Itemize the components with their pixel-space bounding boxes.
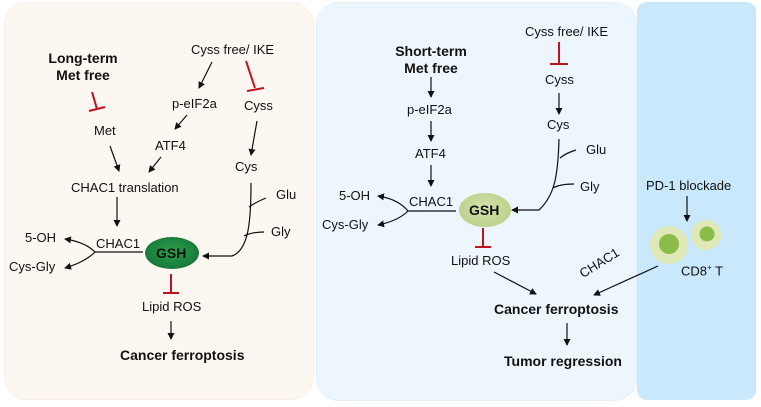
chac1-label-mid: CHAC1 [409, 194, 454, 209]
atf4-label: ATF4 [155, 138, 186, 153]
arrow-cys-to-gsh-mid [511, 138, 560, 214]
left-title: Long-term Met free [38, 51, 128, 82]
cyss-free-ike-label-mid: Cyss free/ IKE [525, 24, 609, 39]
inhibit-cyss [245, 60, 256, 89]
gsh-label-mid: GSH [469, 202, 500, 218]
gly-label-mid: Gly [580, 179, 600, 194]
cancer-ferroptosis-label-mid: Cancer ferroptosis [494, 301, 619, 317]
gly-label: Gly [271, 224, 291, 239]
title-line-2: Met free [56, 67, 110, 83]
cys-label: Cys [235, 159, 258, 174]
arrow-atf4-to-chac1-translation [148, 156, 162, 173]
arrow-peif2a-to-atf4 [174, 114, 188, 130]
cys-gly-label-mid: Cys-Gly [322, 217, 369, 232]
arrow-to-cys-gly-mid [377, 210, 409, 228]
gly-branch [243, 231, 265, 237]
pd1-blockade-panel [637, 2, 756, 400]
title-line-1: Short-term [395, 43, 467, 59]
arrow-lipid-ros-to-ferroptosis-mid [493, 271, 537, 295]
cd8-t-label: CD8+ T [681, 263, 724, 279]
arrow-to-5oh-mid [377, 193, 409, 212]
p-eif2a-label: p-eIF2a [172, 96, 217, 111]
arrow-to-cys-gly [64, 251, 96, 270]
arrow-cys-to-gsh [202, 182, 252, 260]
glu-branch-mid [559, 149, 577, 159]
cd8-text: CD8 [681, 263, 708, 279]
gly-branch-mid [552, 183, 575, 189]
five-oh-label-mid: 5-OH [339, 188, 371, 203]
cyss-free-ike-label: Cyss free/ IKE [191, 42, 275, 57]
chac1-translation-label: CHAC1 translation [71, 180, 179, 195]
cd8-t-cells [650, 220, 721, 264]
cys-label-mid: Cys [547, 117, 570, 132]
inhibit-met [91, 91, 98, 110]
cys-gly-label: Cys-Gly [9, 259, 56, 274]
glu-branch [248, 197, 267, 208]
cd8-superscript: + [707, 263, 712, 272]
cyss-label-mid: Cyss [545, 72, 574, 87]
lipid-ros-label-mid: Lipid ROS [451, 253, 511, 268]
tumor-regression-label: Tumor regression [504, 353, 622, 369]
lipid-ros-label: Lipid ROS [142, 299, 202, 314]
chac1-label: CHAC1 [96, 236, 141, 251]
glu-label: Glu [276, 187, 297, 202]
gsh-node-middle [459, 193, 511, 227]
title-line-1: Long-term [48, 50, 118, 66]
long-term-met-free-panel [5, 3, 313, 399]
title-line-2: Met free [404, 60, 458, 76]
middle-title: Short-term Met free [388, 44, 474, 75]
arrow-cyss-to-cys [248, 120, 258, 156]
glu-label-mid: Glu [586, 142, 607, 157]
pd1-blockade-label: PD-1 blockade [646, 178, 732, 193]
p-eif2a-label-mid: p-eIF2a [407, 102, 452, 117]
gsh-node-left [145, 237, 199, 269]
t-cell-suffix: T [711, 263, 724, 279]
arrow-ike-to-peif2a [198, 61, 213, 89]
five-oh-label: 5-OH [25, 230, 57, 245]
met-label: Met [94, 123, 116, 138]
gsh-label-left: GSH [156, 245, 187, 261]
arrow-to-5oh [64, 236, 96, 253]
cyss-label: Cyss [244, 98, 273, 113]
arrow-met-to-chac1-translation [109, 145, 121, 172]
arrow-cd8-to-ferroptosis [593, 265, 659, 296]
atf4-label-mid: ATF4 [415, 146, 446, 161]
cancer-ferroptosis-label: Cancer ferroptosis [120, 347, 245, 363]
